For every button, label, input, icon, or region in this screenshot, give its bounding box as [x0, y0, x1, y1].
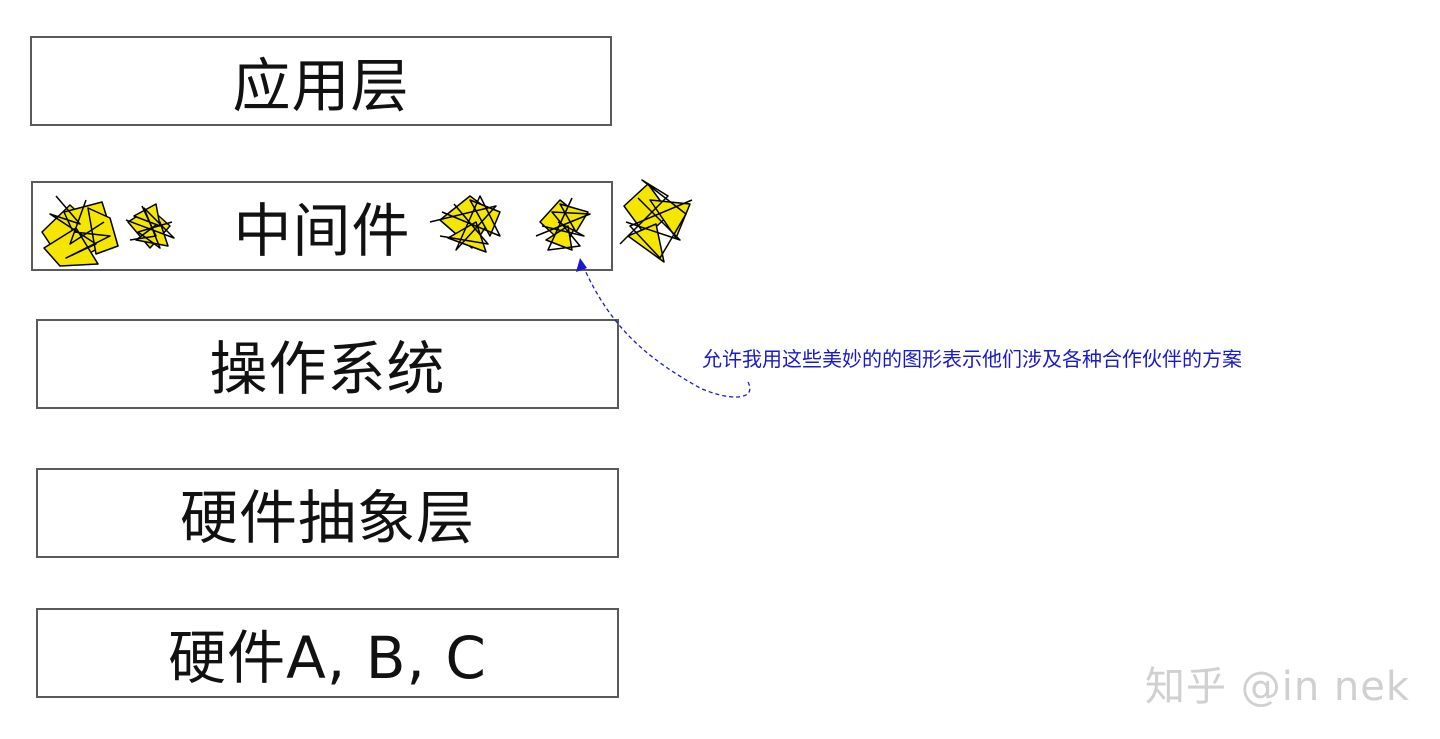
os-layer-label: 操作系统: [209, 335, 446, 403]
annotation-connector: [583, 267, 751, 398]
doodle-icon: [535, 197, 591, 251]
doodle-icon: [41, 195, 119, 267]
hal-layer-box: 硬件抽象层: [36, 468, 619, 558]
application-layer-label: 应用层: [232, 52, 410, 120]
os-layer-box: 操作系统: [36, 319, 619, 409]
doodle-icon: [125, 203, 175, 249]
doodle-icon: [429, 195, 501, 253]
watermark: 知乎 @in nek: [1145, 664, 1411, 710]
doodle-icon: [619, 179, 693, 263]
annotation-text: 允许我用这些美妙的的图形表示他们涉及各种合作伙伴的方案: [702, 347, 1242, 371]
hardware-layer-label: 硬件A, B, C: [168, 624, 487, 692]
middleware-layer-label: 中间件: [233, 197, 411, 265]
application-layer-box: 应用层: [30, 36, 612, 126]
hal-layer-label: 硬件抽象层: [179, 484, 475, 552]
arrowhead-icon: [576, 258, 587, 272]
hardware-layer-box: 硬件A, B, C: [36, 608, 619, 698]
middleware-layer-box: 中间件: [31, 181, 613, 271]
